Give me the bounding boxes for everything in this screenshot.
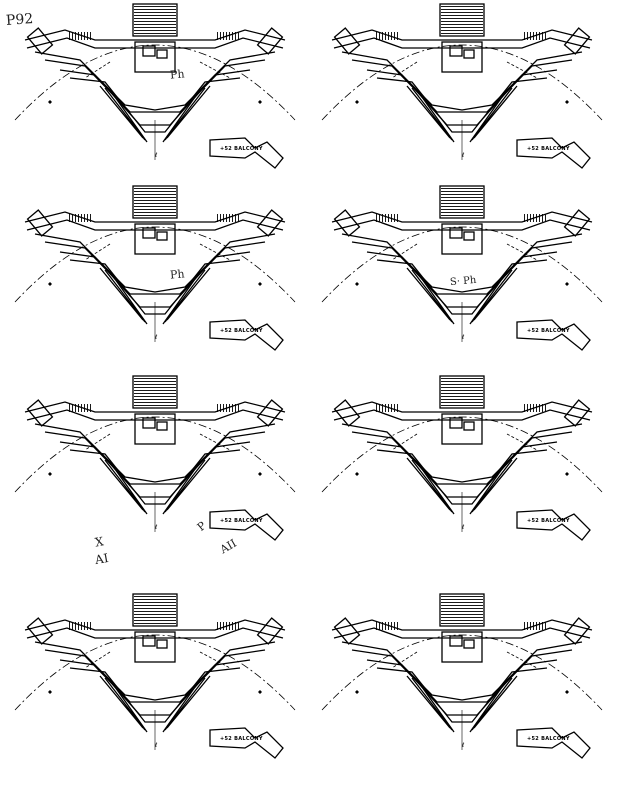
floor-plan-drawing: +52 BALCONY ℓ (312, 372, 612, 562)
balcony-label: +52 BALCONY (220, 518, 263, 524)
centerline-label: ℓ (462, 742, 465, 749)
centerline-label: ℓ (462, 524, 465, 531)
centerline-label: ℓ (462, 152, 465, 159)
handwritten-annotation: Ph (169, 67, 186, 82)
balcony-label: +52 BALCONY (220, 736, 263, 742)
handwritten-annotation: AI (93, 550, 110, 568)
floor-plan-drawing: +52 BALCONY ℓ (5, 590, 305, 780)
floor-plan-drawing: +52 BALCONY ℓ (312, 0, 612, 190)
balcony-label: +52 BALCONY (527, 736, 570, 742)
balcony-label: +52 BALCONY (527, 146, 570, 152)
floor-plan-drawing: +52 BALCONY ℓ (5, 372, 305, 562)
centerline-label: ℓ (155, 742, 158, 749)
handwritten-annotation: X (93, 534, 105, 550)
floor-plan-drawing: +52 BALCONY ℓ (312, 182, 612, 372)
floor-plan-drawing: +52 BALCONY ℓ (312, 590, 612, 780)
balcony-label: +52 BALCONY (527, 518, 570, 524)
centerline-label: ℓ (155, 524, 158, 531)
balcony-label: +52 BALCONY (220, 146, 263, 152)
balcony-label: +52 BALCONY (527, 328, 570, 334)
centerline-label: ℓ (155, 334, 158, 341)
centerline-label: ℓ (155, 152, 158, 159)
floor-plan-drawing: +52 BALCONY ℓ (5, 182, 305, 372)
handwritten-annotation: Ph (169, 267, 186, 282)
balcony-label: +52 BALCONY (220, 328, 263, 334)
centerline-label: ℓ (462, 334, 465, 341)
handwritten-annotation: S· Ph (449, 274, 477, 289)
floor-plan-drawing: +52 BALCONY ℓ (5, 0, 305, 190)
